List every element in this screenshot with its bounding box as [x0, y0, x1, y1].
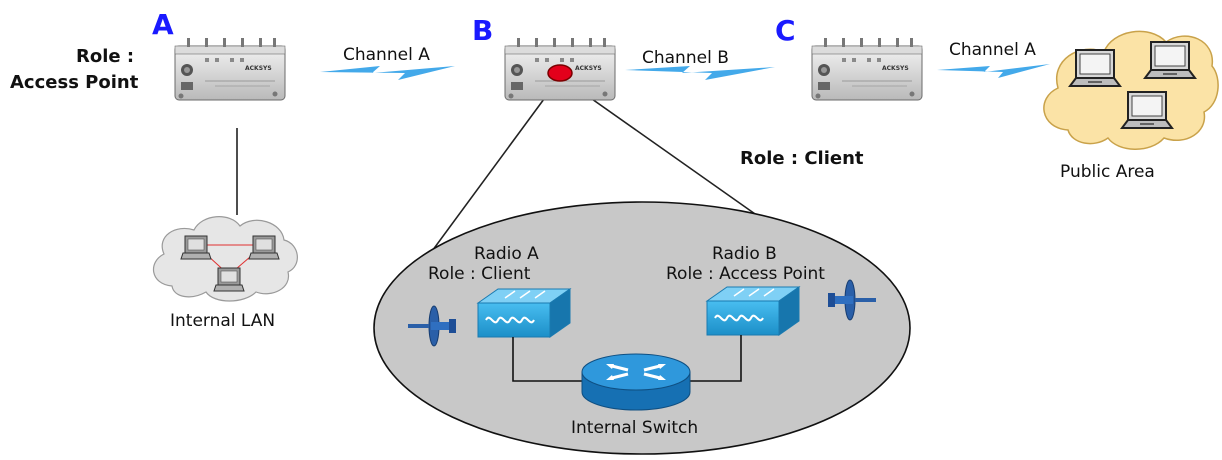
computer-icon [248, 235, 280, 260]
computer-icon [213, 267, 245, 292]
public-area-cloud [1043, 30, 1219, 150]
node-a-role-line2: Access Point [10, 72, 139, 93]
internal-lan-label: Internal LAN [170, 311, 276, 331]
radio-a-role: Role : Client [428, 264, 531, 284]
node-a-letter: A [152, 8, 174, 41]
radio-b-box-icon [705, 286, 801, 336]
node-b-letter: B [472, 14, 494, 47]
wireless-ab-icon [320, 66, 455, 80]
radio-b-role: Role : Access Point [666, 264, 825, 284]
node-a-role-line1: Role : [76, 46, 135, 67]
laptop-icon [1069, 49, 1121, 87]
link-c-public-label: Channel A [949, 40, 1036, 60]
radio-a-box-icon [476, 288, 572, 338]
wireless-bc-icon [625, 66, 775, 80]
wireless-c-public-icon [937, 64, 1050, 78]
device-a-brand: ACKSYS [245, 65, 272, 72]
public-area-label: Public Area [1060, 162, 1155, 182]
link-bc-label: Channel B [642, 48, 729, 68]
link-ab-label: Channel A [343, 45, 430, 65]
radio-a-name: Radio A [474, 244, 539, 264]
zoom-marker [547, 64, 573, 82]
radio-a-wire [512, 337, 585, 382]
zoom-line-right [564, 79, 776, 229]
radio-b-wire [687, 335, 742, 382]
internal-switch-label: Internal Switch [571, 418, 699, 438]
radio-b-name: Radio B [712, 244, 777, 264]
node-c-letter: C [775, 14, 796, 47]
zoom-line-left [423, 79, 559, 263]
node-c-role: Role : Client [740, 148, 864, 169]
laptop-icon [1121, 91, 1173, 129]
computer-icon [180, 235, 212, 260]
device-c-brand: ACKSYS [882, 65, 909, 72]
internal-switch-icon [581, 353, 691, 411]
detail-ellipse [373, 201, 911, 455]
laptop-icon [1144, 41, 1196, 79]
device-b-brand: ACKSYS [575, 65, 602, 72]
